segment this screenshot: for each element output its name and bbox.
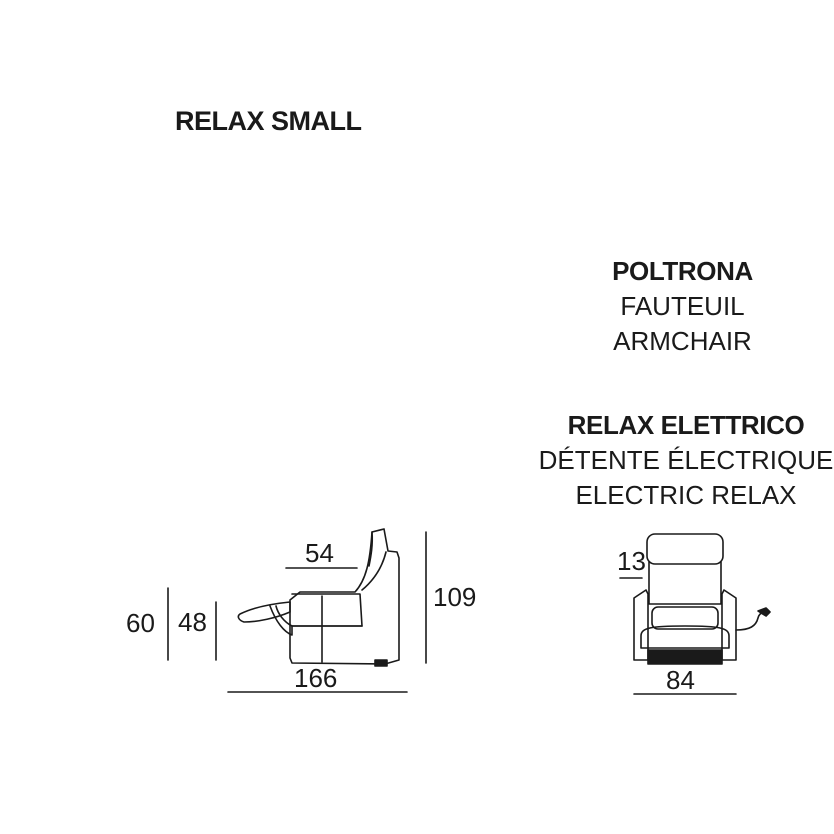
front-right-arm [721,589,737,661]
dim-label-total-height: 109 [433,582,477,612]
dim-label-armrest-height: 48 [178,607,207,637]
mechanism-italian: RELAX ELETTRICO [567,410,805,440]
side-backrest-inner [361,551,387,591]
front-headrest [646,533,724,565]
mechanism-block: RELAX ELETTRICO DÉTENTE ÉLECTRIQUE ELECT… [536,408,834,513]
side-backrest [289,528,400,665]
front-backrest [648,561,722,605]
side-footrest [237,601,291,623]
power-cable [735,611,767,631]
mechanism-french: DÉTENTE ÉLECTRIQUE [538,445,834,475]
side-view-armchair [237,528,400,667]
dim-label-seat-height: 60 [126,608,155,638]
power-plug-icon [757,607,771,617]
front-base [647,649,723,665]
front-left-arm [633,589,649,661]
dim-label-headrest: 13 [617,546,646,576]
side-foot [374,659,388,667]
front-back-cushion [651,606,719,630]
front-view-armchair [633,533,771,665]
product-title: RELAX SMALL [175,106,362,136]
dim-label-width: 84 [666,665,695,695]
dim-label-seat-depth: 54 [305,538,334,568]
type-french: FAUTEUIL [620,291,745,321]
type-italian: POLTRONA [612,256,753,286]
type-english: ARMCHAIR [613,326,752,356]
front-seat-cushion [640,625,730,649]
product-type-block: POLTRONA FAUTEUIL ARMCHAIR [570,254,795,359]
side-seat-cushion [291,593,363,627]
dim-label-extended-length: 166 [294,663,338,693]
mechanism-english: ELECTRIC RELAX [575,480,797,510]
